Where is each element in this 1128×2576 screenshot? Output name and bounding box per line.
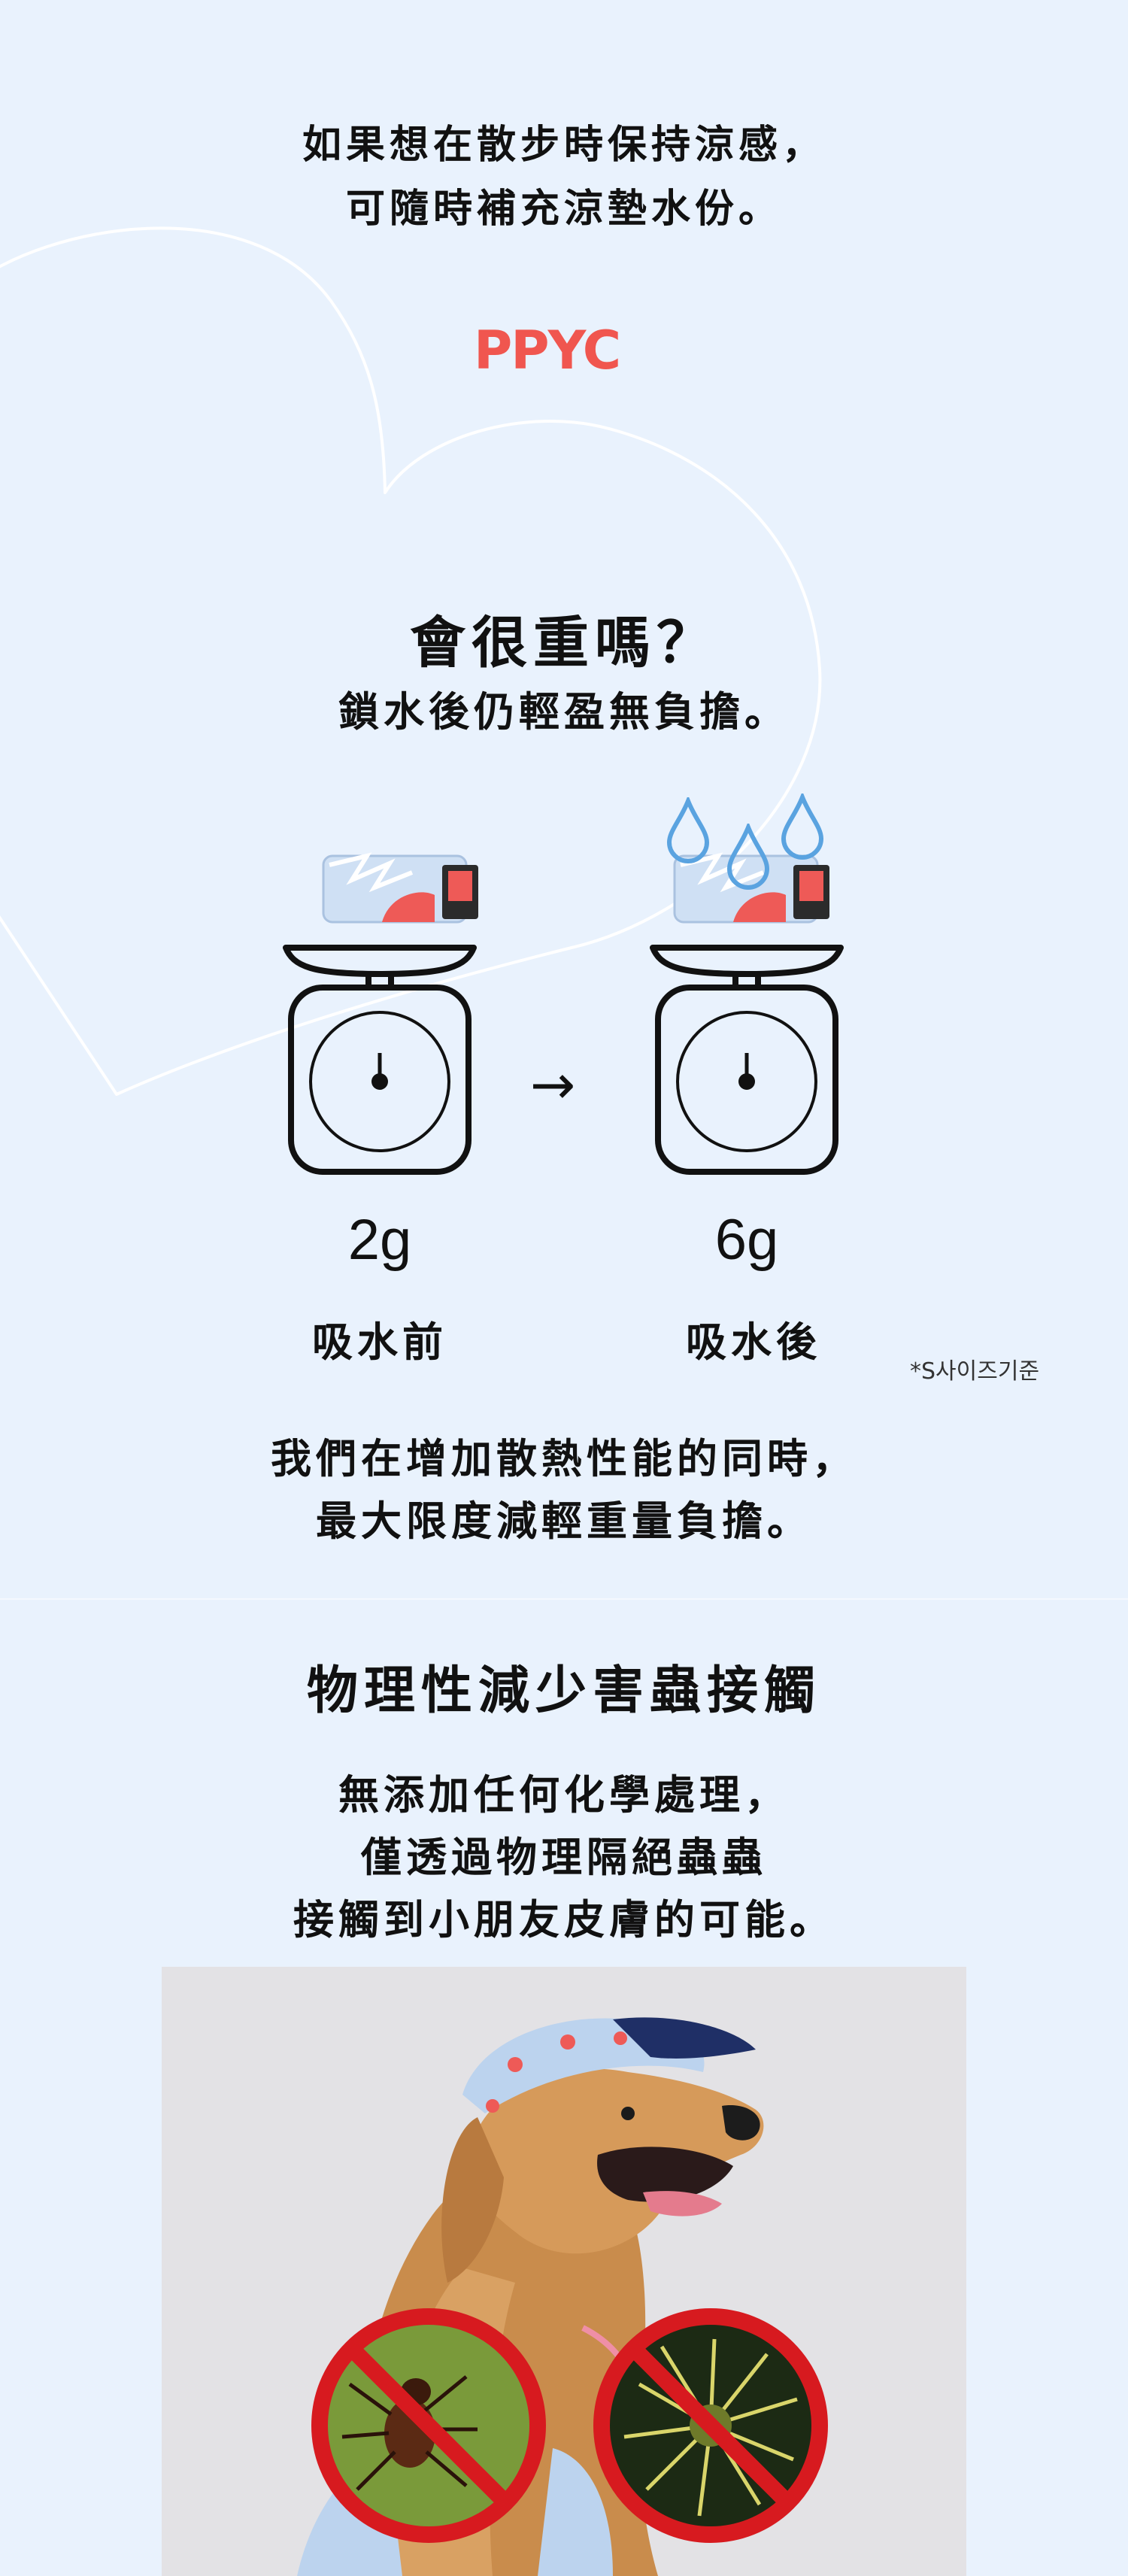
logo-text: PPYC <box>474 323 620 376</box>
weight-after-value: 6g <box>714 1208 779 1272</box>
weight-before-value: 2g <box>347 1208 412 1272</box>
scale-icon <box>650 945 844 1175</box>
insect-heading: 物理性減少害蟲接觸 <box>306 1661 821 1721</box>
insect-line-1: 無添加任何化學處理， <box>338 1771 790 1819</box>
cooling-weight-section: 如果想在散步時保持涼感， 可隨時補充涼墊水份。 PPYC 會很重嗎？ 鎖水後仍輕… <box>0 123 1040 1545</box>
cooling-line-1: 如果想在散步時保持涼感， <box>302 123 826 168</box>
cooling-line-2: 可隨時補充涼墊水份。 <box>345 187 782 232</box>
cooling-pad-wet-image <box>673 852 829 924</box>
weight-before-label: 吸水前 <box>312 1318 447 1366</box>
water-drop-icon <box>781 793 824 860</box>
weight-closing-line-1: 我們在增加散熱性能的同時， <box>271 1435 857 1482</box>
weight-after-label: 吸水後 <box>686 1318 821 1366</box>
prohibit-tick-icon <box>311 2308 546 2543</box>
insect-line-3: 接觸到小朋友皮膚的可能。 <box>293 1896 835 1943</box>
cooling-pad-dry-image <box>322 852 478 924</box>
ppyc-logo: PPYC <box>474 323 621 376</box>
water-drop-icon <box>666 797 710 863</box>
prohibit-burr-icon <box>593 2308 828 2543</box>
water-drop-icon <box>726 824 770 890</box>
arrow-right-icon: → <box>530 1053 576 1116</box>
weight-heading: 會很重嗎？ <box>410 611 718 675</box>
scale-icon <box>283 945 477 1175</box>
size-note: *S사이즈기준 <box>910 1358 1040 1385</box>
weight-closing-line-2: 最大限度減輕重量負擔。 <box>316 1497 812 1545</box>
insect-line-2: 僅透過物理隔絕蟲蟲 <box>361 1834 767 1881</box>
dog-photo <box>162 1967 966 2576</box>
weight-subheading: 鎖水後仍輕盈無負擔。 <box>338 688 790 736</box>
heart-outline-icon <box>0 226 822 1096</box>
